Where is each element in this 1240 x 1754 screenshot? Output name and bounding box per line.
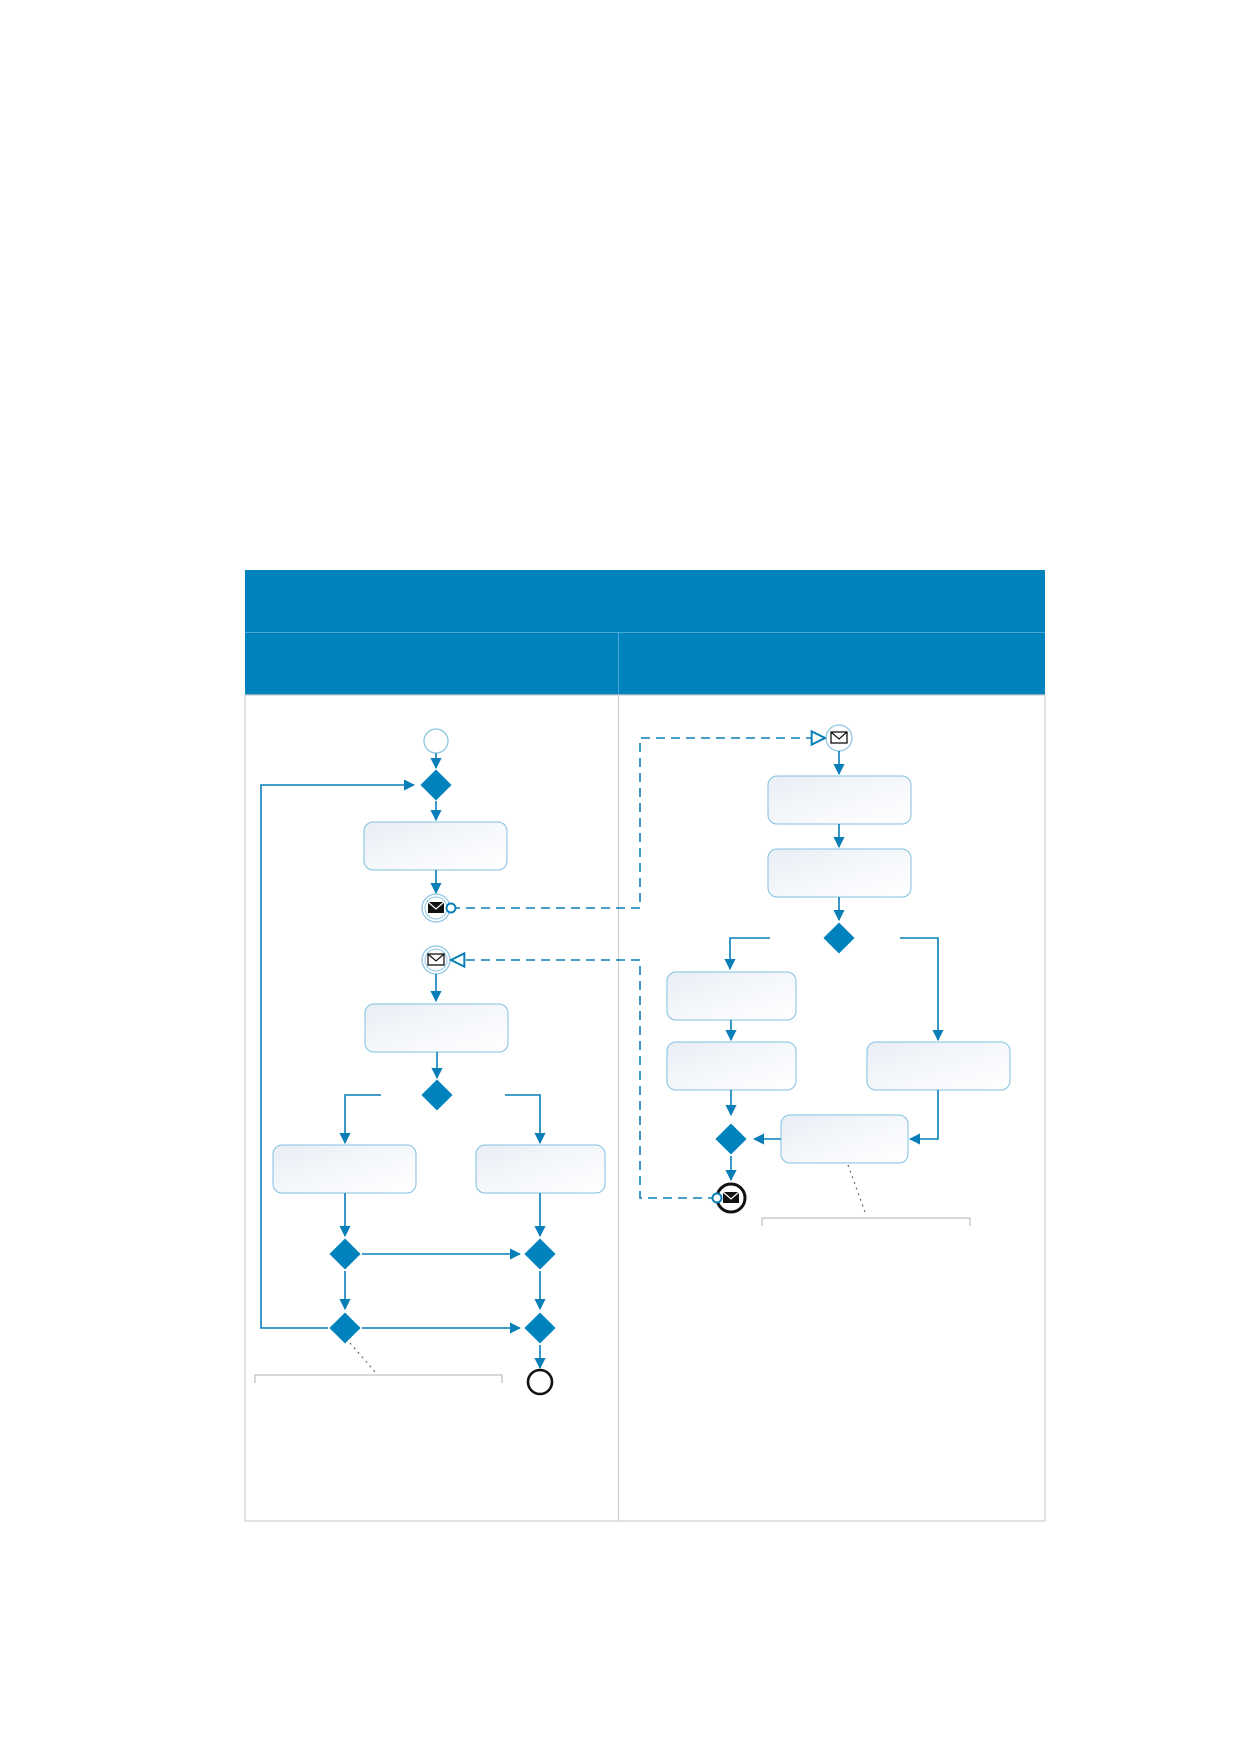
task[interactable] <box>364 1003 509 1053</box>
gateway[interactable] <box>823 922 855 954</box>
task[interactable] <box>767 848 912 898</box>
gateway[interactable] <box>524 1312 556 1344</box>
message-throw-event[interactable] <box>421 893 451 923</box>
message-end-event[interactable] <box>715 1182 747 1214</box>
task[interactable] <box>666 1041 797 1091</box>
lane-header-left <box>245 633 618 695</box>
annotation-bracket <box>761 1217 971 1226</box>
pool-border <box>244 694 1046 1522</box>
message-catch-event[interactable] <box>421 945 451 975</box>
message-flow <box>451 960 717 1198</box>
left-lane <box>254 728 606 1396</box>
task[interactable] <box>475 1144 606 1194</box>
gateway[interactable] <box>329 1312 361 1344</box>
envelope-outline-icon <box>427 953 445 966</box>
message-start-event[interactable] <box>825 724 853 752</box>
pool-header <box>245 570 1045 632</box>
task[interactable] <box>767 775 912 825</box>
flow <box>724 937 770 971</box>
start-event[interactable] <box>423 728 449 754</box>
gateway[interactable] <box>420 769 452 801</box>
task[interactable] <box>272 1144 417 1194</box>
lane-header-right <box>619 633 1045 695</box>
right-lane <box>666 724 1011 1226</box>
envelope-filled-icon <box>427 901 445 913</box>
loop-back-flow <box>260 779 416 1329</box>
gateway[interactable] <box>524 1238 556 1270</box>
task[interactable] <box>866 1041 1011 1091</box>
envelope-outline-icon <box>830 731 848 744</box>
annotation-association <box>349 1342 377 1374</box>
message-flow <box>451 738 825 908</box>
envelope-filled-icon <box>722 1191 740 1203</box>
annotation-association <box>847 1164 866 1213</box>
flow <box>505 1094 546 1145</box>
end-event[interactable] <box>526 1368 554 1396</box>
annotation-bracket <box>254 1374 503 1383</box>
flow <box>339 1094 381 1145</box>
flow <box>908 1090 939 1145</box>
message-flows <box>451 738 825 1198</box>
task[interactable] <box>363 821 508 871</box>
gateway[interactable] <box>715 1123 747 1155</box>
gateway[interactable] <box>329 1238 361 1270</box>
task[interactable] <box>780 1114 909 1164</box>
gateway[interactable] <box>421 1079 453 1111</box>
task[interactable] <box>666 971 797 1021</box>
flow <box>900 937 944 1042</box>
